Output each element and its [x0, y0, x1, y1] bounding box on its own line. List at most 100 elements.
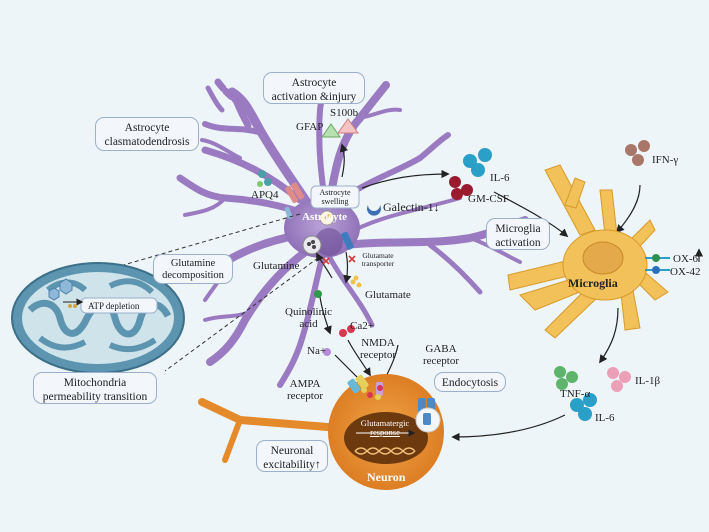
- glu-trans-line2: transporter: [361, 259, 395, 268]
- galectin-icon: [367, 205, 382, 216]
- galectin-label: Galectin-1↓: [383, 200, 440, 214]
- cytokine-balls-il6-bottom: [570, 393, 597, 421]
- arrow-to-markers: [339, 143, 348, 178]
- swelling-line2: swelling: [321, 197, 349, 206]
- nmda-receptor-label: NMDA receptor: [360, 337, 396, 361]
- arrow-glutamine-in: [316, 252, 333, 279]
- swelling-label: Astrocyte swelling: [313, 188, 357, 206]
- cytokine-balls-tnfa: [554, 366, 578, 390]
- quinolinic-acid-icon: [314, 290, 322, 298]
- neur-exc-line2: excitability↑: [263, 459, 321, 471]
- sodium-ion-icon: [323, 348, 331, 356]
- glutamate-transporter-label: Glutamate transporter: [356, 252, 400, 268]
- clasm-line2: clasmatodendrosis: [104, 136, 190, 148]
- gaba-line1: GABA: [425, 343, 457, 355]
- cytokine-balls-il1b: [607, 367, 631, 392]
- arrow-to-microglia: [493, 191, 569, 238]
- molecule-icon: [258, 170, 266, 178]
- quin-line2: acid: [299, 318, 318, 330]
- calcium-ion-icon: [339, 329, 347, 337]
- tnfa-label: TNF-α: [560, 388, 591, 400]
- neuron-cell: [198, 374, 444, 490]
- atp-dot: [68, 304, 72, 308]
- microglia-label: Microglia: [568, 276, 618, 290]
- swelling-box: [310, 185, 360, 209]
- neuron-label: Neuron: [367, 470, 406, 484]
- astrocyte-nucleus: [315, 228, 343, 256]
- glutamate-icon: [350, 279, 356, 285]
- gfap-label: GFAP: [296, 121, 324, 133]
- cytokine-balls-il6-top: [463, 148, 492, 177]
- sodium-label: Na+: [307, 345, 327, 357]
- clasm-line1: Astrocyte: [124, 122, 170, 134]
- microglia-nucleus: [582, 241, 624, 275]
- glutamatergic-line1: Glutamatergic: [360, 418, 410, 428]
- mito-line1: Mitochondria: [63, 377, 127, 389]
- arrow-quinolinic: [319, 296, 332, 335]
- ampa-line2: receptor: [287, 390, 324, 402]
- apq4-label: APQ4: [251, 189, 279, 201]
- glutamate-label: Glutamate: [365, 289, 411, 301]
- mitochondria-permeability-box: Mitochondria permeability transition: [33, 372, 157, 404]
- hexagon-molecule-icon: [59, 278, 73, 295]
- endocytosis-box: Endocytosis: [434, 372, 506, 392]
- water-channel-icon: [284, 206, 293, 219]
- astrocyte-cell: [171, 75, 529, 388]
- atp-depletion-box: [80, 297, 158, 314]
- dna-icon: [354, 447, 416, 455]
- mg-act-line2: activation: [495, 237, 541, 249]
- glu-trans-line1: Glutamate: [362, 251, 394, 260]
- nmda-line2: receptor: [360, 349, 397, 361]
- arrow-ifng: [615, 184, 641, 234]
- zoom-dashed-lines: [67, 213, 319, 372]
- ox42-label: OX-42: [670, 266, 701, 278]
- ampa-line1: AMPA: [289, 378, 321, 390]
- ifng-label: IFN-γ: [652, 154, 679, 166]
- gaba-line2: receptor: [423, 355, 460, 367]
- glutamine-label: Glutamine: [253, 260, 300, 272]
- s100b-label: S100b: [330, 107, 359, 119]
- s100b-triangle-icon: [337, 118, 359, 134]
- vesicle-circle: [302, 235, 322, 255]
- astrocyte-activation-box: Astrocyte activation &injury: [263, 72, 365, 104]
- gfap-triangle-icon: [321, 123, 341, 138]
- activation-line2: activation &injury: [271, 91, 357, 103]
- mg-act-line1: Microglia: [495, 223, 541, 235]
- aqp4-channel-icon: [285, 182, 305, 204]
- activation-line1: Astrocyte: [291, 77, 337, 89]
- swelling-line1: Astrocyte: [319, 188, 351, 197]
- glutamatergic-response-label: Glutamatergic response: [353, 419, 417, 437]
- gln-decomp-line1: Glutamine: [170, 258, 216, 269]
- il6-bottom-label: IL-6: [595, 412, 615, 424]
- microglia-activation-box: Microglia activation: [486, 218, 550, 250]
- arrow-to-neuron: [451, 414, 566, 442]
- nmda-receptor-icon: [376, 382, 383, 396]
- clasmatodendrosis-box: Astrocyte clasmatodendrosis: [95, 117, 199, 151]
- atp-depletion-label: ATP depletion: [88, 301, 140, 311]
- glutamate-transporter-icon: [341, 231, 354, 250]
- ampa-receptor-icon: [347, 374, 369, 394]
- gmcsf-label: GM-CSF: [468, 193, 509, 205]
- glutamine-decomposition-box: Glutamine decomposition: [153, 254, 233, 284]
- quin-line1: Quinolinic: [285, 306, 333, 318]
- il1b-label: IL-1β: [635, 375, 661, 387]
- endocytosis-label: Endocytosis: [441, 377, 499, 389]
- ampa-receptor-label: AMPA receptor: [287, 378, 323, 402]
- nmda-line1: NMDA: [361, 337, 395, 349]
- neur-exc-line1: Neuronal: [270, 445, 314, 457]
- il6-top-label: IL-6: [490, 172, 510, 184]
- calcium-label: Ca2+: [350, 320, 374, 332]
- arrow-microglia-down: [599, 307, 619, 364]
- ox6-label: OX-6: [673, 253, 699, 265]
- arrow-glutamate-out: [343, 251, 352, 284]
- astrocyte-label: Astrocyte: [302, 211, 347, 223]
- glutamatergic-line2: response: [370, 427, 400, 437]
- gaba-receptor-label: GABA receptor: [423, 343, 459, 367]
- neuronal-excitability-box: Neuronal excitability↑: [256, 440, 328, 472]
- arrow-to-cytokines: [361, 169, 450, 189]
- cytokine-balls-gmcsf: [449, 176, 473, 200]
- inhibition-marks: [322, 255, 356, 265]
- arrow-ca: [347, 339, 371, 377]
